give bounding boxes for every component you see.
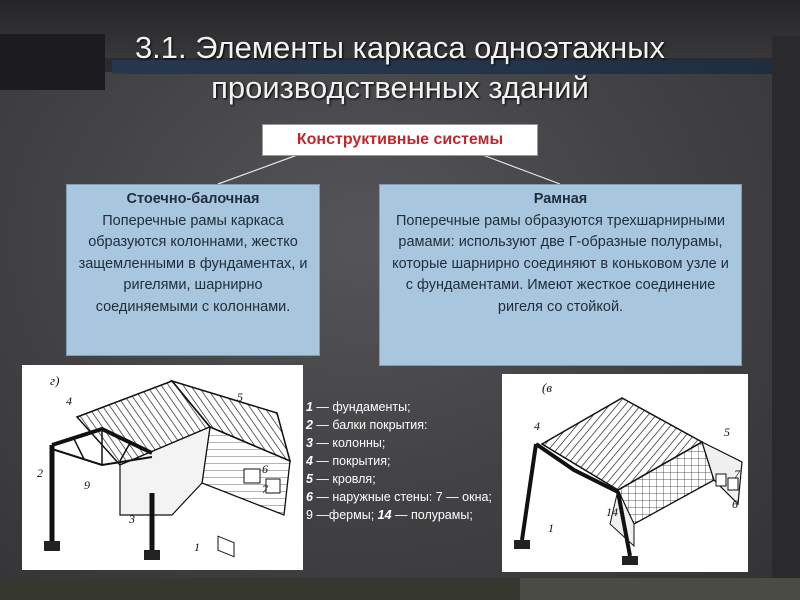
legend-item: 5 — кровля; [306, 472, 376, 486]
figure-label: 7 [734, 467, 741, 481]
legend-item: 3 — колонны; [306, 436, 386, 450]
figure-label: 14 [606, 505, 618, 519]
decor-right-strip [772, 36, 800, 596]
branch-text: Поперечные рамы каркаса образуются колон… [78, 212, 308, 315]
figure-label: 5 [237, 390, 243, 404]
figure-label: 9 [84, 478, 90, 492]
figure-frame-building: (в 4 5 7 14 6 1 [502, 374, 748, 572]
figure-label: 6 [732, 497, 738, 511]
diagram-root-box: Конструктивные системы [262, 124, 538, 156]
building-sketch-left: г) 4 5 2 6 7 9 3 1 [37, 373, 292, 560]
building-sketch-right: (в 4 5 7 14 6 1 [514, 380, 743, 565]
decor-dark-block [0, 34, 105, 90]
figure-label: 4 [66, 394, 72, 408]
figure-post-beam-building: г) 4 5 2 6 7 9 3 1 [22, 365, 303, 570]
legend-item: 4 — покрытия; [306, 454, 391, 468]
figure-label: 6 [262, 462, 268, 476]
figure-label: 2 [37, 466, 43, 480]
figure-letter: (в [542, 380, 552, 395]
decor-bottom-strip-right [520, 578, 800, 600]
branch-text: Поперечные рамы образуются трехшарнирным… [392, 212, 729, 315]
decor-blue-band [112, 60, 800, 74]
decor-bottom-strip [0, 578, 520, 600]
header-background [0, 0, 800, 68]
figure-label: 1 [548, 521, 554, 535]
legend: 1 — фундаменты; 2 — балки покрытия: 3 — … [306, 398, 496, 524]
legend-item: 1 — фундаменты; [306, 400, 411, 414]
branch-box-post-beam: Стоечно-балочная Поперечные рамы каркаса… [66, 184, 320, 356]
legend-item: 2 — балки покрытия: [306, 418, 428, 432]
figure-label: 5 [724, 425, 730, 439]
figure-letter: г) [50, 373, 59, 388]
figure-label: 4 [534, 419, 540, 433]
figure-label: 1 [194, 540, 200, 554]
branch-heading: Рамная [533, 191, 588, 207]
branch-box-frame: Рамная Поперечные рамы образуются трехша… [379, 184, 742, 366]
slide-title: 3.1. Элементы каркаса одноэтажных произв… [134, 30, 666, 105]
legend-item: 6 — наружные стены: 7 — окна; 9 —фермы; … [306, 490, 492, 522]
branch-heading: Стоечно-балочная [126, 191, 260, 207]
figure-label: 3 [128, 512, 135, 526]
figure-label: 7 [262, 482, 269, 496]
